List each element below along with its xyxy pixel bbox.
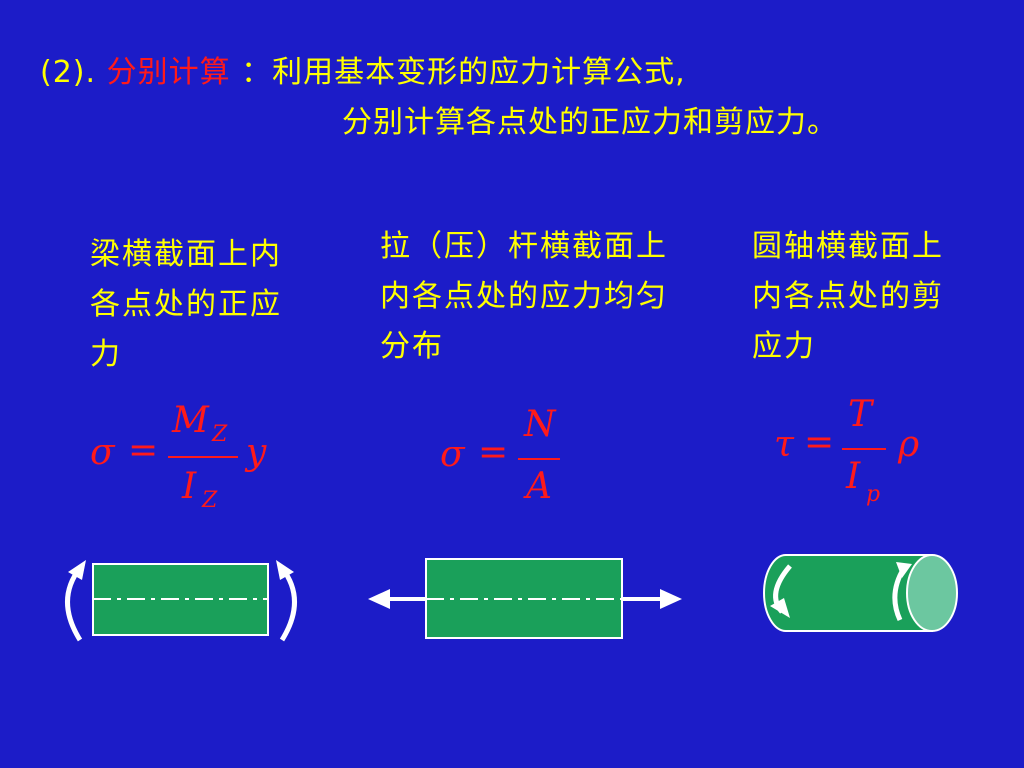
left-moment-arrow [65,566,83,642]
step-keyword: 分别计算 [106,55,231,90]
formula-numerator-subscript: Z [212,422,228,447]
beam-stress-formula: σ = M Z I Z y [90,400,290,520]
slide-header: (2). 分别计算 ：利用基本变形的应力计算公式, 分别计算各点处的正应力和剪应… [40,48,1000,148]
header-line-1: ：利用基本变形的应力计算公式, [241,55,686,90]
formula-tail: ρ [898,424,920,465]
formula-equals: = [128,430,159,471]
bar-diagram [368,558,682,639]
formula-tail: y [246,432,267,473]
fraction-bar [842,448,886,450]
fraction-bar [518,458,560,460]
formula-equals: = [804,422,835,463]
step-number: (2). [40,55,97,90]
beam-description: 梁横截面上内各点处的正应力 [90,237,282,372]
bar-description: 拉（压）杆横截面上内各点处的应力均匀分布 [380,229,668,364]
bar-body [425,558,623,639]
shaft-description: 圆轴横截面上内各点处的剪应力 [752,229,944,364]
bar-stress-formula: σ = N A [440,400,580,520]
right-force-arrowhead [660,589,682,609]
fraction-bar [168,456,238,458]
right-moment-arrowhead [276,560,294,580]
left-force-arrowhead [368,589,390,609]
formula-numerator: N [524,404,556,445]
header-line-2: 分别计算各点处的正应力和剪应力。 [342,105,838,140]
formula-denominator-subscript: Z [202,488,218,513]
formula-numerator: M [172,400,209,441]
shaft-stress-formula: τ = T I p ρ [774,392,934,512]
left-moment-arrowhead [68,560,86,580]
right-moment-arrow [279,566,297,642]
formula-denominator: I [846,456,861,497]
formula-lhs: τ [774,424,794,465]
shaft-end-face [906,554,958,632]
formula-lhs: σ [90,432,115,473]
formula-equals: = [478,432,509,473]
left-torque-arrowhead [770,598,790,618]
formula-denominator: I [182,466,197,507]
formula-numerator: T [848,394,873,435]
shaft-diagram [763,554,958,632]
formula-denominator-subscript: p [866,482,881,507]
right-torque-arrowhead [896,562,912,578]
formula-denominator: A [526,466,552,507]
shaft-body [763,554,933,632]
formula-lhs: σ [440,434,465,475]
beam-diagram [65,560,297,642]
